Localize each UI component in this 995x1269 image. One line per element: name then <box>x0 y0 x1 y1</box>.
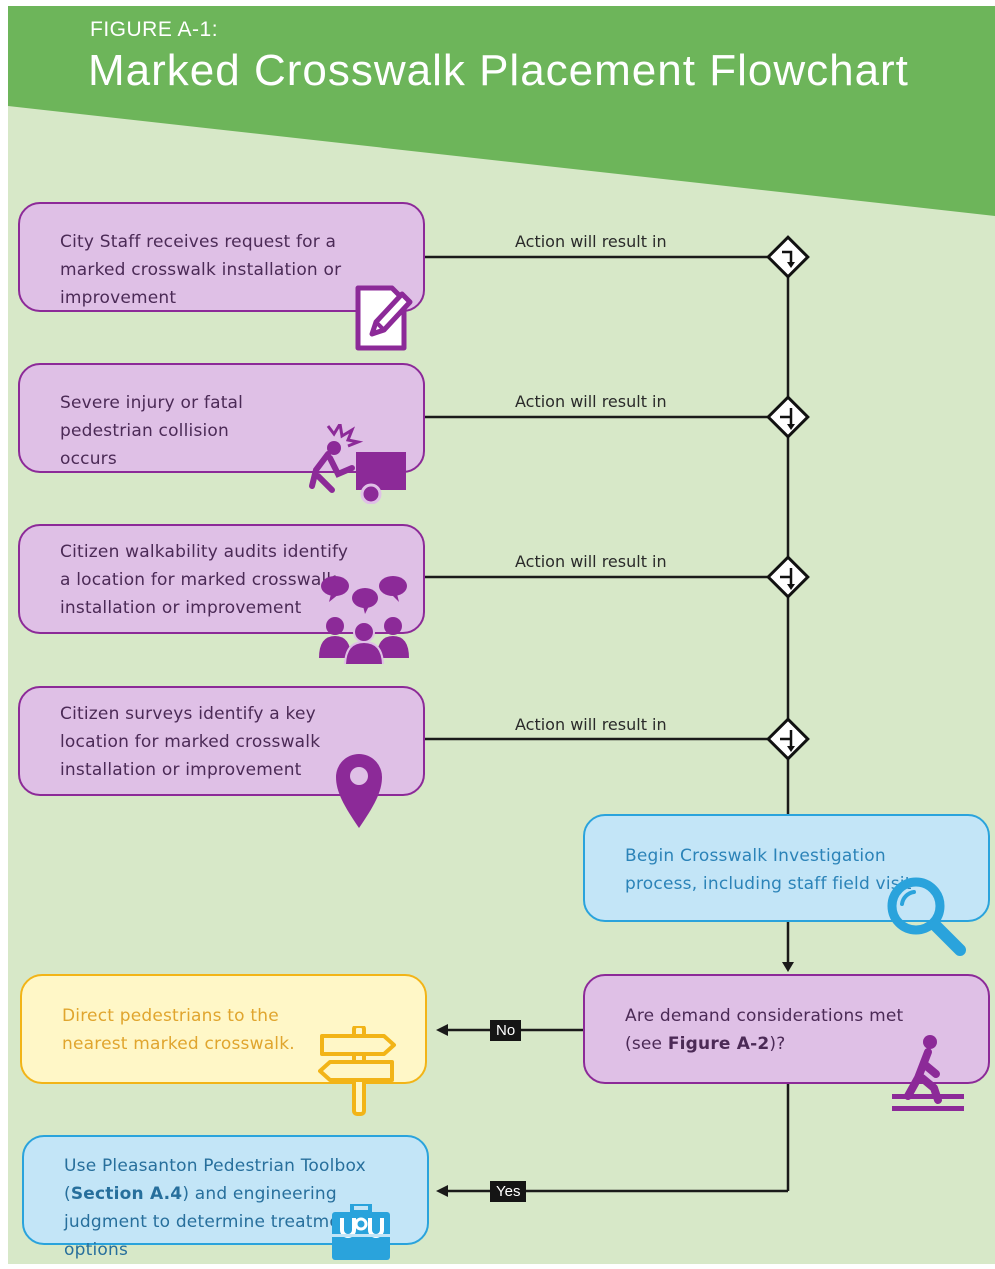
trigger-box-citizen-survey: Citizen surveys identify a key location … <box>18 686 425 796</box>
map-pin-icon <box>336 754 382 828</box>
investigation-text: Begin Crosswalk Investigation process, i… <box>625 846 912 894</box>
diamond-marker <box>766 395 810 439</box>
flowchart-canvas: FIGURE A-1: Marked Crosswalk Placement F… <box>8 6 995 1264</box>
diamond-marker <box>766 235 810 279</box>
toolbox-icon <box>332 1204 390 1260</box>
page-title: Marked Crosswalk Placement Flowchart <box>88 46 909 95</box>
trigger-text: Severe injury or fatal pedestrian collis… <box>60 393 244 469</box>
trigger-box-walkability-audit: Citizen walkability audits identify a lo… <box>18 524 425 634</box>
decision-text: Are demand considerations met (see Figur… <box>625 1006 904 1054</box>
trigger-text: City Staff receives request for a marked… <box>60 232 342 308</box>
trigger-box-collision: Severe injury or fatal pedestrian collis… <box>18 363 425 473</box>
diamond-marker <box>766 555 810 599</box>
signpost-icon <box>318 1026 396 1116</box>
figure-label: FIGURE A-1: <box>90 18 219 41</box>
no-label: No <box>490 1020 522 1041</box>
people-discussion-icon <box>319 576 409 664</box>
no-outcome-text: Direct pedestrians to the nearest marked… <box>62 1006 295 1054</box>
trigger-text: Citizen surveys identify a key location … <box>60 704 321 780</box>
connector-label: Action will result in <box>515 715 667 734</box>
diamond-marker <box>766 717 810 761</box>
collision-icon <box>309 424 406 504</box>
magnifier-icon <box>887 877 966 956</box>
header-banner <box>8 6 995 216</box>
flowchart-lines <box>8 6 995 1197</box>
pedestrian-crossing-icon <box>892 1035 964 1111</box>
document-edit-icon <box>355 285 413 351</box>
yes-label: Yes <box>490 1181 527 1202</box>
connector-label: Action will result in <box>515 232 667 251</box>
connector-label: Action will result in <box>515 552 667 571</box>
investigation-box: Begin Crosswalk Investigation process, i… <box>583 814 990 922</box>
trigger-text: Citizen walkability audits identify a lo… <box>60 542 349 618</box>
connector-label: Action will result in <box>515 392 667 411</box>
yes-outcome-text: Use Pleasanton Pedestrian Toolbox (Secti… <box>64 1156 366 1260</box>
